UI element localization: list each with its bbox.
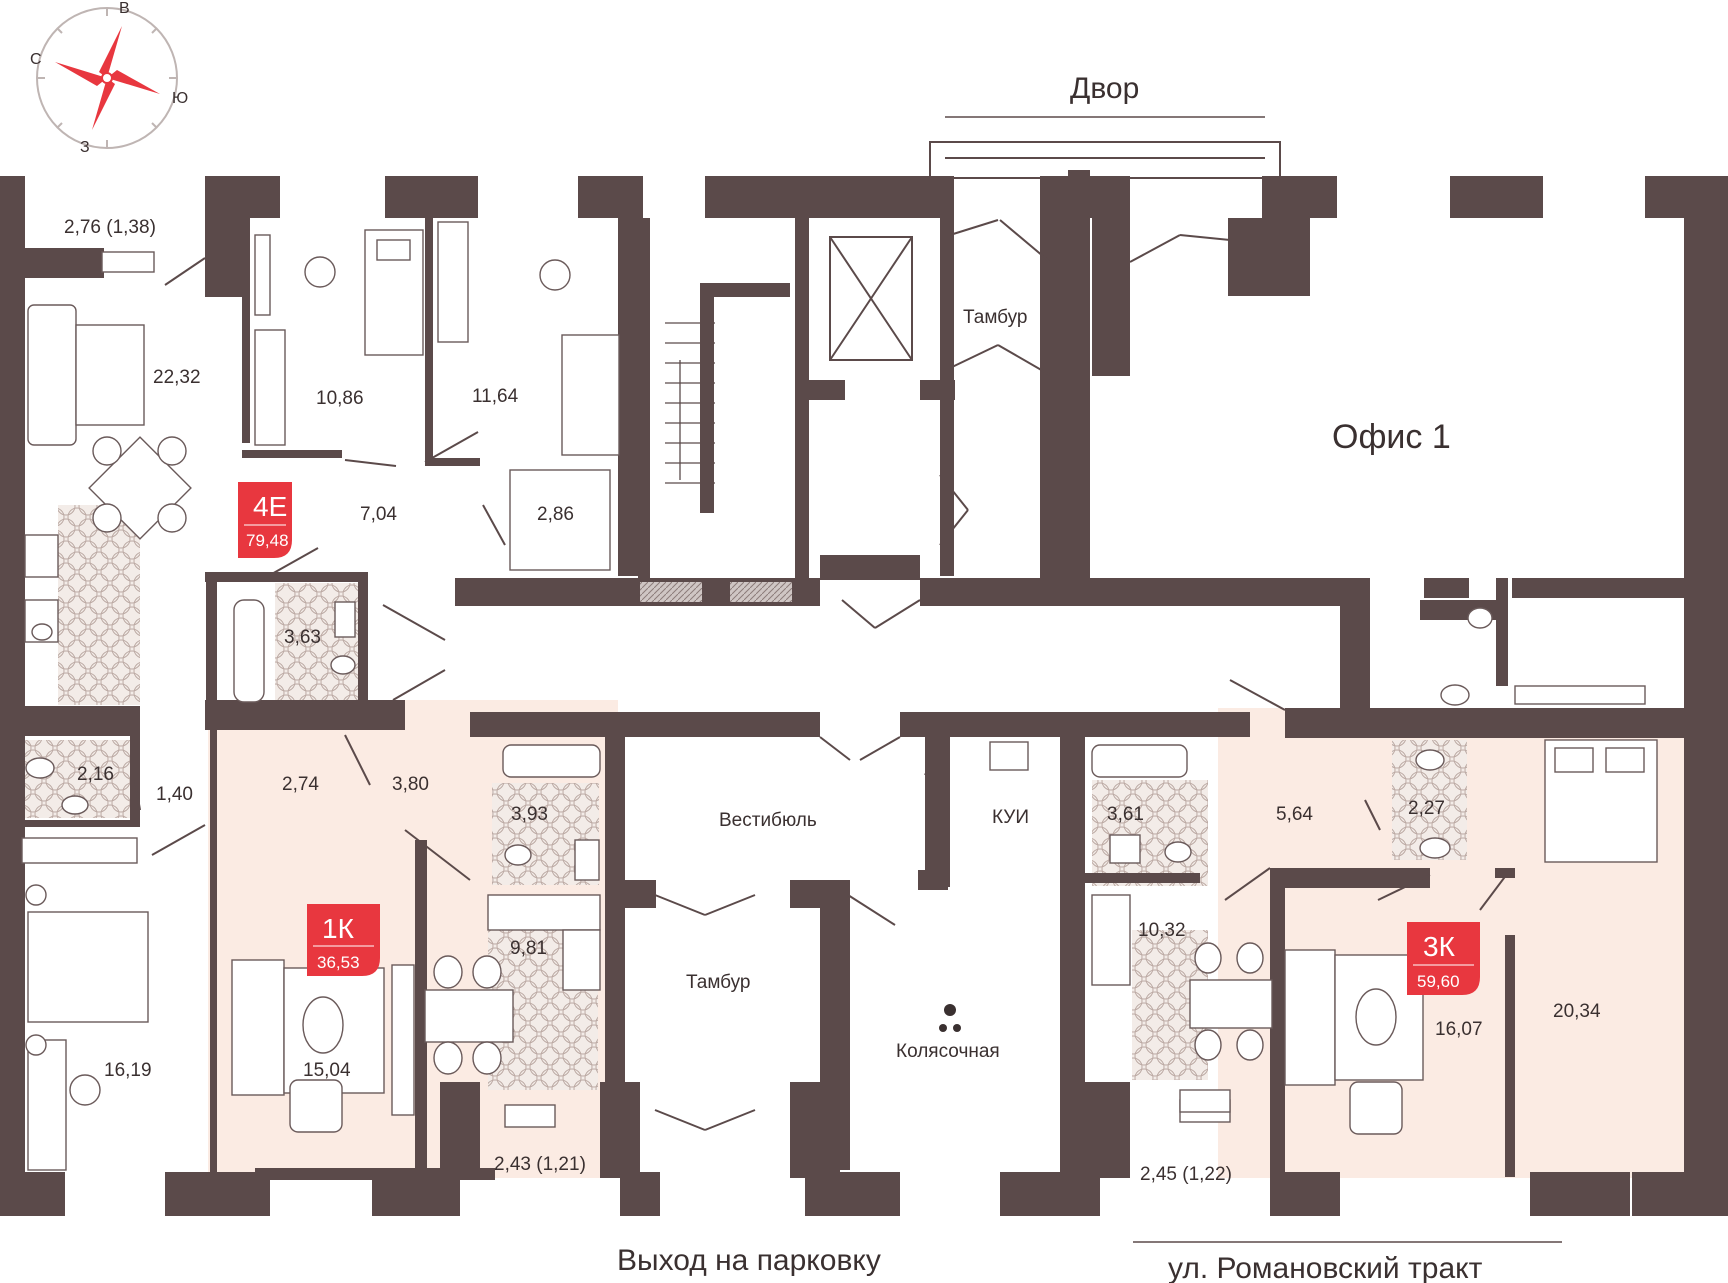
- vent-shaft-1: [640, 582, 702, 602]
- vent-shaft-2: [730, 582, 792, 602]
- room-area-balcony-3k: 2,45 (1,22): [1140, 1164, 1232, 1185]
- room-area-kitchen-3k: 10,32: [1138, 920, 1186, 941]
- apartment-code: 4Е: [253, 491, 287, 522]
- room-area-kitchen-1k: 9,81: [510, 938, 547, 959]
- apartment-badge-4e[interactable]: 4Е 79,48: [238, 482, 292, 558]
- room-area-hall-1k: 3,80: [392, 774, 429, 795]
- compass-south: Ю: [172, 90, 188, 107]
- stroller-room-label: Колясочная: [896, 1041, 1000, 1062]
- room-area-room2-3k: 20,34: [1553, 1001, 1601, 1022]
- room-area-hall-3k: 5,64: [1276, 804, 1313, 825]
- entry-canopy: [929, 141, 1281, 179]
- staircase: [665, 322, 715, 484]
- furniture: [21, 221, 1658, 1171]
- room-area-balcony-1k: 2,43 (1,21): [494, 1154, 586, 1175]
- apartment-code: 3К: [1423, 931, 1456, 962]
- tambour-top-label: Тамбур: [963, 307, 1028, 328]
- apartment-badge-1k[interactable]: 1К 36,53: [307, 904, 380, 976]
- room-area-bedroom2-4e: 11,64: [472, 386, 519, 407]
- apartment-total-area: 59,60: [1417, 972, 1460, 991]
- room-area-bath-3k: 3,61: [1107, 804, 1144, 825]
- apartment-badge-3k[interactable]: 3К 59,60: [1407, 922, 1480, 995]
- room-area-hall-4e: 7,04: [360, 504, 397, 525]
- room-area-living-4e: 22,32: [153, 367, 201, 388]
- room-area-room1-3k: 16,07: [1435, 1019, 1483, 1040]
- tambour-bottom-label: Тамбур: [686, 972, 751, 993]
- kui-label: КУИ: [992, 807, 1029, 828]
- street-label: ул. Романовский тракт: [1168, 1252, 1483, 1283]
- exit-parking-label: Выход на парковку: [617, 1244, 881, 1277]
- room-area-wc-3k: 2,27: [1408, 798, 1445, 819]
- vestibule-label: Вестибюль: [719, 810, 817, 831]
- door-swings: [134, 219, 1511, 1131]
- apartment-total-area: 36,53: [317, 953, 360, 972]
- room-area-bedroom3-4e: 16,19: [104, 1060, 152, 1081]
- yard-label: Двор: [1070, 72, 1139, 105]
- room-area-wc-4e: 2,16: [77, 764, 114, 785]
- room-area-balcony-4e: 2,76 (1,38): [64, 217, 156, 238]
- room-area-closet-4e: 2,86: [537, 504, 574, 525]
- compass-west: З: [80, 139, 90, 156]
- compass-north: С: [30, 51, 42, 68]
- elevator-shaft: [829, 236, 913, 361]
- room-area-corridor-4e: 1,40: [156, 784, 193, 805]
- room-area-closet-1k: 2,74: [282, 774, 319, 795]
- room-area-bedroom1-4e: 10,86: [316, 388, 364, 409]
- compass-east: В: [119, 0, 130, 17]
- compass: [36, 7, 178, 149]
- room-area-room-1k: 15,04: [303, 1060, 351, 1081]
- walls: [0, 170, 1728, 1216]
- apartment-total-area: 79,48: [246, 531, 289, 550]
- room-area-bath-1k: 3,93: [511, 804, 548, 825]
- office-label: Офис 1: [1332, 418, 1451, 456]
- room-area-bath-4e: 3,63: [284, 627, 321, 648]
- apartment-code: 1К: [322, 913, 355, 944]
- room-labels: 2,76 (1,38) 22,32 10,86 11,64 7,04 2,86 …: [64, 217, 1601, 1283]
